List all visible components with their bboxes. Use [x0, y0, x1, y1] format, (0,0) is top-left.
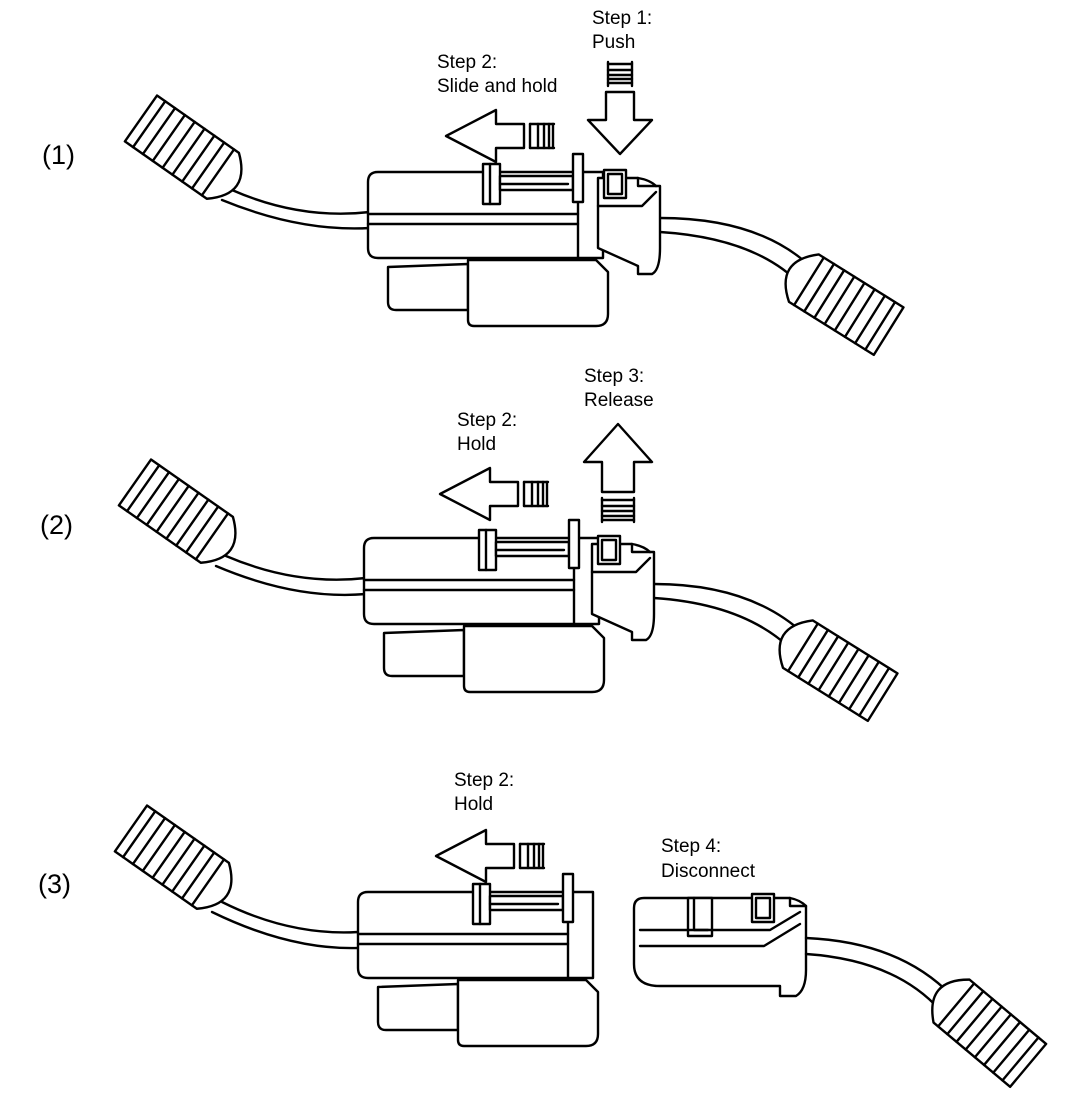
panel-2-step2-line2: Hold: [457, 434, 496, 455]
panel-1-push-arrow: [586, 60, 654, 156]
panel-3: (3) Step 2: Hold Step 4: Disconnect: [38, 770, 1048, 1089]
panel-1: (1) Step 2: Slide and hold Step 1: Push: [42, 8, 905, 357]
panel-3-step2-line1: Step 2:: [454, 770, 514, 791]
panel-3-hold-arrow: [434, 828, 546, 884]
panel-3-step2-line2: Hold: [454, 794, 493, 815]
panel-1-right-wire: [658, 216, 814, 270]
panel-3-left-wire: [220, 900, 360, 934]
panel-1-housing-left: [366, 152, 610, 328]
panel-2-number: (2): [40, 510, 73, 540]
panel-2-housing-left: [362, 518, 606, 694]
panel-2-step3-line2: Release: [584, 390, 654, 411]
panel-3-right-boot: [919, 967, 1048, 1089]
panel-3-number: (3): [38, 869, 71, 899]
panel-1-slide-arrow: [444, 108, 556, 164]
panel-1-step1-line1: Step 1:: [592, 8, 652, 29]
panel-1-right-boot: [773, 244, 905, 357]
panel-3-step4-line2: Disconnect: [661, 861, 756, 882]
panel-3-right-wire: [804, 936, 954, 998]
panel-1-housing-right: [596, 168, 662, 276]
panel-3-housing-right: [632, 892, 808, 998]
panel-2-right-boot: [767, 610, 899, 723]
panel-2-step3-line1: Step 3:: [584, 366, 644, 387]
panel-1-step2-line2: Slide and hold: [437, 76, 557, 97]
panel-2-hold-arrow: [438, 466, 550, 522]
panel-1-step2-line1: Step 2:: [437, 52, 497, 73]
panel-2: (2) Step 2: Hold Step 3: Release: [40, 366, 899, 723]
panel-2-release-arrow: [582, 422, 654, 524]
panel-2-housing-right: [590, 534, 656, 642]
panel-2-right-wire: [652, 582, 806, 636]
panel-2-left-wire: [224, 554, 368, 581]
panel-1-left-wire: [230, 188, 372, 215]
panel-3-housing-left: [356, 872, 600, 1048]
panel-1-step1-line2: Push: [592, 32, 635, 53]
panel-1-number: (1): [42, 140, 75, 170]
panel-2-step2-line1: Step 2:: [457, 410, 517, 431]
panel-3-step4-line1: Step 4:: [661, 836, 721, 857]
